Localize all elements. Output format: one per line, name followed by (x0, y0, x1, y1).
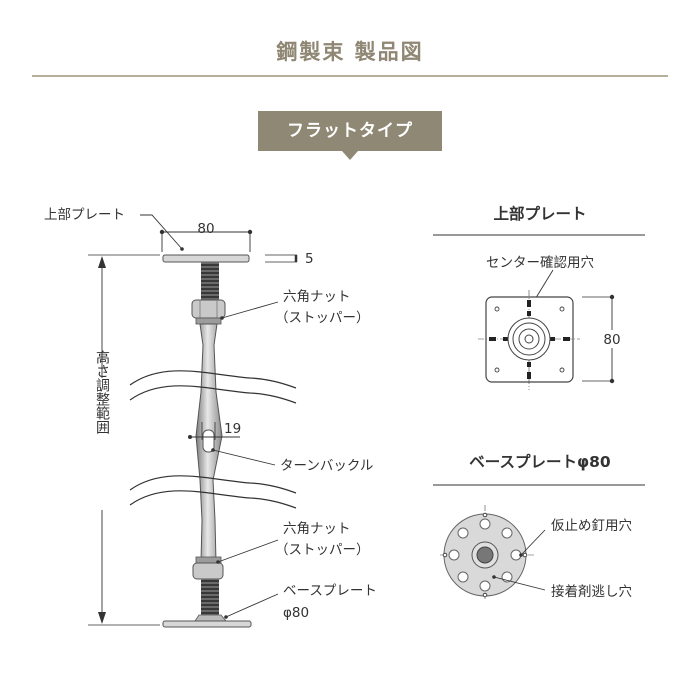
turnbuckle-window (202, 429, 215, 453)
break-lines (129, 370, 297, 509)
lower-nut-label-line2: （ストッパー） (275, 542, 370, 558)
top-plate-label: 上部プレート (44, 207, 125, 223)
base-plate-label-line2: φ80 (283, 605, 309, 621)
upper-nut-leader: 六角ナット （ストッパー） (220, 289, 370, 326)
turnbuckle-width-dimension: 19 (188, 421, 241, 440)
top-plate-view-title: 上部プレート (493, 204, 586, 223)
center-hole-label: センター確認用穴 (486, 255, 594, 271)
badge-pointer (342, 151, 358, 160)
title-divider (32, 75, 668, 77)
upper-nut-label-line1: 六角ナット (283, 289, 351, 305)
upper-nut-label-line2: （ストッパー） (275, 310, 370, 326)
base-plate-view-title: ベースプレートφ80 (469, 452, 611, 471)
nail-hole-leader: 仮止め釘用穴 (519, 517, 632, 557)
nail-hole-label: 仮止め釘用穴 (551, 517, 632, 534)
upper-hex-nut (191, 299, 226, 325)
base-plate-leader: ベースプレート φ80 (224, 583, 377, 621)
upper-thread (201, 262, 219, 300)
adhesive-hole-leader: 接着剤逃し穴 (492, 575, 632, 600)
top-plate-size-value: 80 (603, 332, 620, 348)
lower-nut-label-line1: 六角ナット (283, 521, 351, 537)
lower-nut-leader: 六角ナット （ストッパー） (216, 521, 370, 564)
top-plate-size-dimension: 80 (582, 294, 628, 384)
top-plate-leader: 上部プレート (44, 207, 184, 251)
top-plate (162, 254, 250, 263)
adhesive-hole-label: 接着剤逃し穴 (551, 583, 632, 600)
height-range-dimension (88, 254, 160, 626)
turnbuckle-width-value: 19 (224, 421, 241, 437)
top-plate-thickness-dimension: 5 (265, 251, 314, 267)
height-range-label: 高さ調整範囲 (94, 349, 110, 434)
base-plate (162, 614, 252, 628)
base-plate-view: ベースプレートφ80 仮止め釘用穴 接着剤逃し穴 (433, 452, 645, 600)
type-badge: フラットタイプ (258, 111, 442, 151)
turnbuckle-label: ターンバックル (280, 458, 373, 474)
top-plate-thickness-value: 5 (305, 251, 314, 267)
turnbuckle-leader: ターンバックル (211, 448, 373, 474)
page-title: 鋼製束 製品図 (276, 40, 424, 64)
side-view: 上部プレート 80 5 (44, 207, 377, 628)
top-plate-width-dimension: 80 (159, 221, 253, 252)
top-plate-width-value: 80 (197, 221, 214, 237)
lower-thread (201, 579, 219, 615)
top-plate-view: 上部プレート センター確認用穴 (433, 204, 645, 390)
base-plate-label-line1: ベースプレート (283, 583, 377, 599)
